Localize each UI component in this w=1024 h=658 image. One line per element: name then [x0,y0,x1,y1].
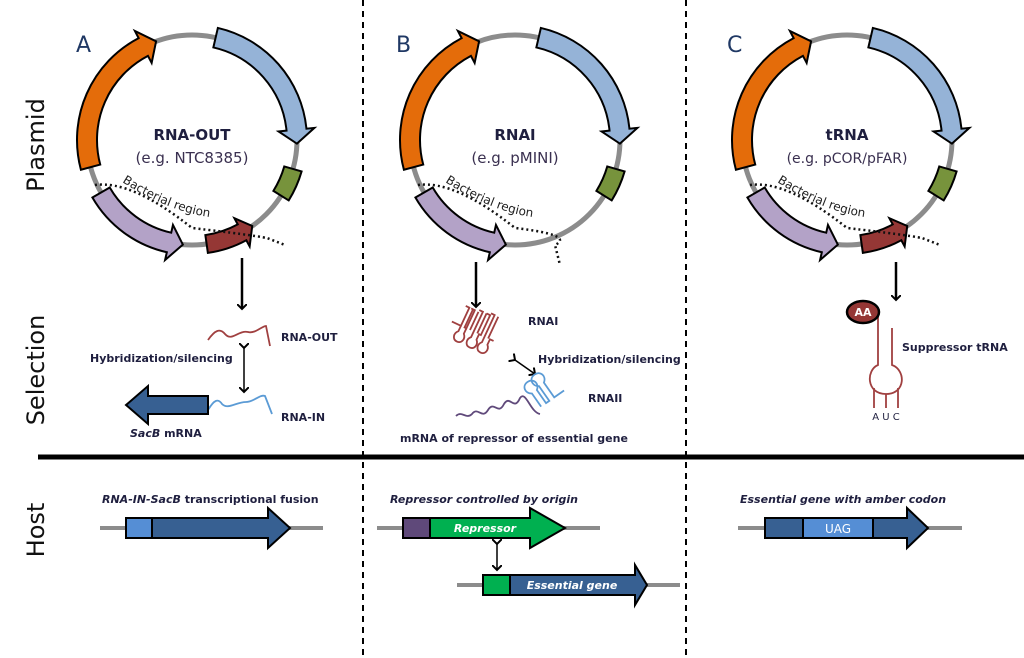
panel-letter-c: C [727,33,742,58]
rnaii-label: RNAII [588,392,622,405]
row-label-selection: Selection [22,315,50,426]
plasmid-example-c: (e.g. pCOR/pFAR) [787,151,908,167]
polya-block [595,165,626,202]
bacterial-region-label-text: Bacterial region [775,173,866,220]
panel-letter-b: B [396,33,411,58]
host-caption-a-italic: RNA-IN-SacB [102,493,181,506]
selection-gene-arrow [204,216,254,255]
rnai-structure [451,305,500,354]
hybridization-label-b: Hybridization/silencing [538,353,681,366]
host-caption-b: Repressor controlled by origin [390,493,578,506]
rna-out-label: RNA-OUT [281,331,338,344]
origin-arrow [76,28,158,171]
essential-gene-arrow [509,561,649,609]
host-caption-a-rest: transcriptional fusion [181,493,319,506]
sacb-mrna-arrow [124,383,209,427]
amino-acid-label: AA [854,306,872,319]
origin-arrow [731,28,813,171]
rnai-label: RNAI [528,315,558,328]
rnaii-structure [523,372,565,408]
plasmid-title-b: RNAI [494,126,535,144]
bacterial-region-label: Bacterial region [443,173,534,220]
origin-arrow [399,28,481,171]
bacterial-region-label-text: Bacterial region [443,173,534,220]
hybridization-arrow-b [515,360,535,374]
polya-block [272,165,303,202]
plasmid-example-a: (e.g. NTC8385) [136,149,249,167]
repressor-gene-label: Repressor [454,522,517,535]
rna-in-label: RNA-IN [281,411,325,424]
suppressor-trna-label: Suppressor tRNA [902,341,1008,354]
repressor-gene-arrow [429,506,568,550]
selection-gene-arrow [859,216,909,255]
amino-acid-badge: AA [845,299,881,325]
sacb-italic: SacB [130,427,160,440]
anticodon-label: A U C [872,412,900,423]
suppressor-trna-structure [869,312,903,408]
repressor-mrna-strand [455,395,541,417]
bacterial-region-label: Bacterial region [120,173,211,220]
bacterial-region-boundary [417,183,562,266]
origin-segment [402,517,431,539]
selection-marker-arrow [414,186,508,263]
amber-codon-segment [802,517,874,539]
gene-arrow [535,26,641,145]
polya-block [927,165,958,202]
repressor-mrna-label: mRNA of repressor of essential gene [400,432,628,445]
plasmid-title-c: tRNA [826,126,869,144]
amber-codon-label: UAG [825,522,851,536]
operator-segment [482,574,511,596]
host-caption-c: Essential gene with amber codon [740,493,946,506]
rna-out-strand [207,325,271,347]
plasmid-example-b: (e.g. pMINI) [471,149,558,167]
host-caption-a: RNA-IN-SacB transcriptional fusion [102,493,319,506]
gene-arrow [212,26,318,145]
rna-in-strand [207,394,273,415]
rna-in-segment [125,517,153,539]
bacterial-region-label-text: Bacterial region [120,173,211,220]
selection-marker-arrow [91,186,185,263]
selection-marker-arrow [746,186,840,263]
plasmid-b: Bacterial region [399,26,641,266]
panel-letter-a: A [76,33,91,58]
row-label-host: Host [22,503,50,558]
gene-arrow [867,26,973,145]
sacb-rest: mRNA [160,427,202,440]
hybridization-label-a: Hybridization/silencing [90,352,233,365]
bacterial-region-label: Bacterial region [775,173,866,220]
essential-gene-label: Essential gene [527,579,618,592]
plasmid-title-a: RNA-OUT [153,126,231,144]
row-label-plasmid: Plasmid [22,98,50,192]
sacb-gene-arrow [151,505,292,551]
sacb-mrna-label: SacB mRNA [130,427,202,440]
